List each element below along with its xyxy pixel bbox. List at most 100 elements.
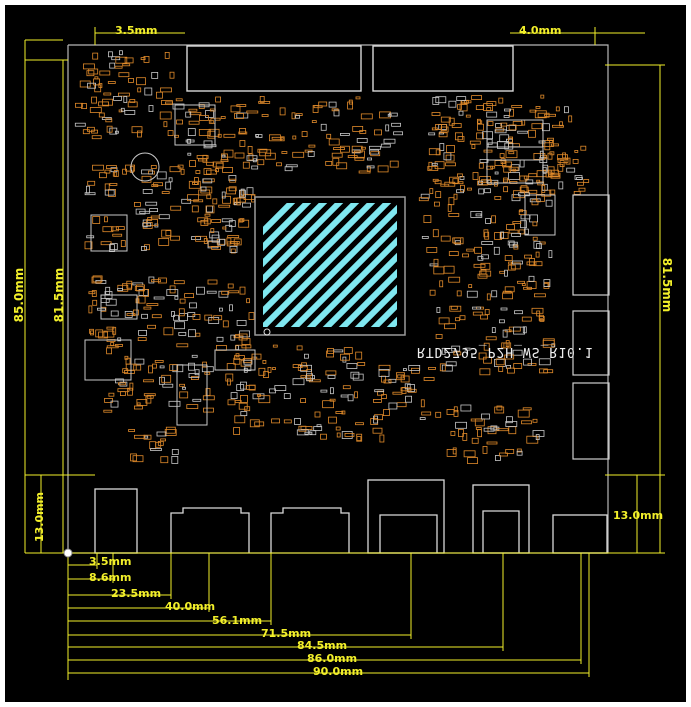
smd-pad — [478, 352, 487, 360]
smd-pad — [280, 136, 285, 142]
smd-pad — [122, 63, 131, 67]
smd-pad — [95, 329, 104, 338]
smd-pad — [149, 208, 159, 213]
smd-pad — [516, 450, 523, 456]
smd-pad — [236, 319, 247, 326]
smd-pad — [124, 355, 129, 360]
smd-pad — [559, 160, 565, 168]
smd-pad — [107, 81, 116, 84]
smd-pad — [493, 181, 498, 187]
smd-pad — [528, 173, 538, 178]
smd-pad — [377, 165, 389, 173]
smd-pad — [283, 419, 292, 424]
smd-pad — [532, 430, 545, 437]
smd-pad — [292, 364, 303, 369]
smd-pad — [141, 313, 149, 319]
smd-pad — [149, 441, 157, 450]
smd-pad — [130, 453, 137, 462]
smd-pad — [292, 151, 305, 158]
smd-pad — [353, 150, 365, 159]
smd-pad — [229, 304, 233, 312]
smd-pad — [539, 318, 545, 322]
smd-pad — [336, 162, 348, 170]
smd-pad — [118, 109, 123, 113]
smd-pad — [482, 445, 488, 454]
smd-pad — [112, 171, 117, 177]
smd-pad — [481, 413, 490, 420]
smd-pad — [511, 232, 522, 237]
smd-pad — [331, 108, 339, 112]
smd-pad — [507, 264, 516, 271]
smd-pad — [242, 202, 252, 208]
origin-marker — [63, 548, 73, 558]
smd-pad — [558, 181, 564, 190]
smd-pad — [146, 394, 154, 399]
smd-pad — [494, 160, 507, 167]
smd-pad — [512, 349, 523, 356]
smd-pad — [380, 143, 391, 148]
smd-pad — [86, 235, 95, 239]
smd-pad — [292, 378, 305, 386]
smd-pad — [444, 323, 456, 330]
smd-pad — [494, 232, 503, 240]
smd-pad — [98, 331, 108, 339]
smd-pad — [505, 340, 510, 348]
right-connector-mid — [572, 310, 610, 376]
smd-pad — [194, 369, 200, 376]
smd-pad — [472, 172, 479, 180]
component-body — [486, 146, 544, 184]
smd-pad — [320, 433, 327, 440]
smd-pad — [239, 128, 246, 134]
smd-pad — [494, 406, 505, 414]
smd-pad — [188, 120, 200, 125]
smd-pad — [533, 261, 543, 267]
right-connector-top — [572, 194, 610, 296]
smd-pad — [504, 354, 515, 360]
smd-pad — [532, 221, 538, 227]
smd-pad — [154, 359, 164, 363]
smd-pad — [517, 130, 529, 134]
smd-pad — [335, 426, 341, 431]
smd-pad — [104, 397, 113, 403]
smd-pad — [448, 276, 461, 283]
smd-pad — [188, 362, 195, 371]
smd-pad — [408, 364, 421, 371]
smd-pad — [136, 77, 146, 86]
smd-pad — [234, 152, 245, 159]
smd-pad — [453, 406, 458, 413]
smd-pad — [502, 290, 512, 294]
chip-stripe — [431, 195, 571, 335]
smd-pad — [320, 123, 327, 131]
smd-pad — [215, 96, 222, 103]
smd-pad — [133, 364, 142, 371]
smd-pad — [503, 115, 510, 118]
smd-pad — [471, 95, 483, 100]
smd-pad — [505, 421, 518, 427]
smd-pad — [479, 368, 491, 376]
chip-stripe — [354, 284, 397, 327]
smd-pad — [218, 307, 223, 312]
smd-pad — [441, 364, 453, 372]
smd-pad — [92, 275, 103, 283]
smd-pad — [120, 391, 126, 397]
smd-pad — [246, 110, 259, 114]
smd-pad — [547, 137, 554, 141]
smd-pad — [405, 395, 413, 403]
smd-pad — [535, 434, 540, 441]
smd-pad — [462, 253, 469, 258]
smd-pad — [206, 290, 217, 294]
chip-stripe — [263, 203, 312, 252]
smd-pad — [234, 113, 244, 119]
smd-pad — [369, 145, 381, 150]
smd-pad — [151, 279, 161, 283]
smd-pad — [509, 108, 515, 117]
smd-pad — [459, 315, 466, 321]
smd-pad — [118, 92, 130, 97]
smd-pad — [499, 153, 505, 159]
chip-thermal-stripes — [263, 195, 571, 335]
smd-pad — [202, 395, 215, 401]
smd-pad — [114, 65, 123, 69]
smd-pad — [314, 411, 321, 418]
smd-pad — [189, 160, 197, 168]
smd-pad — [354, 391, 359, 399]
